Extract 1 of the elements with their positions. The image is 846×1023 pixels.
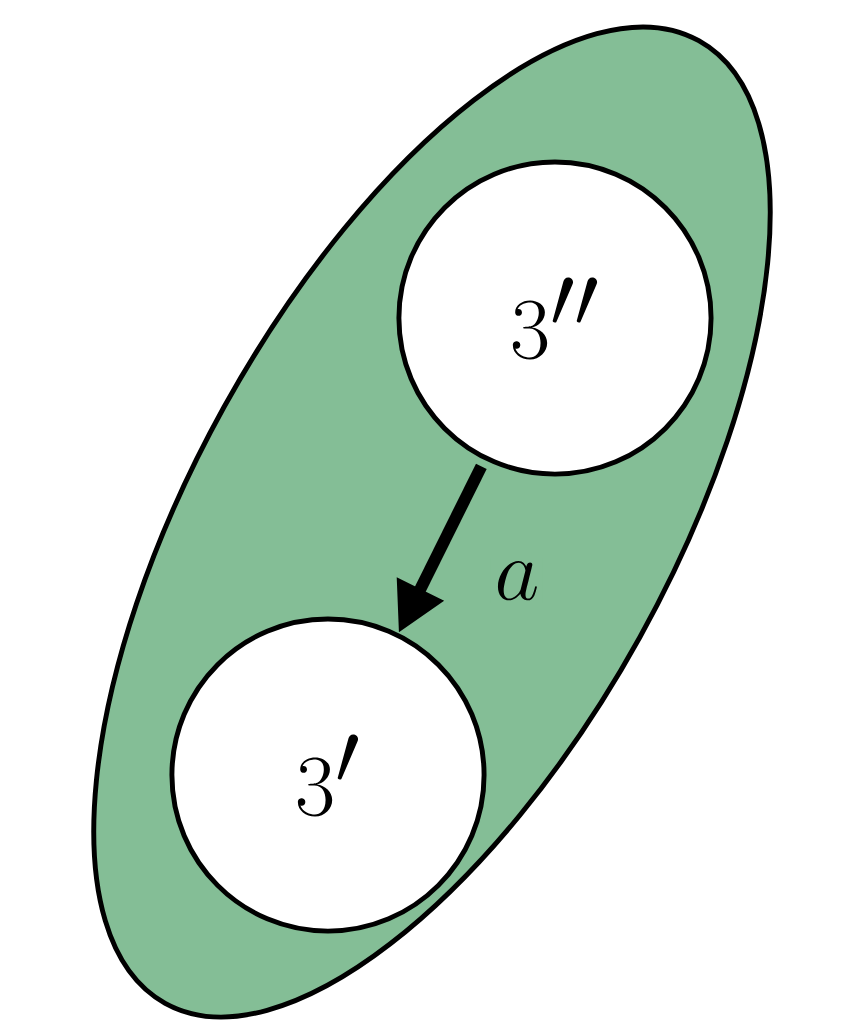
edge-label: $a$ xyxy=(490,558,543,603)
